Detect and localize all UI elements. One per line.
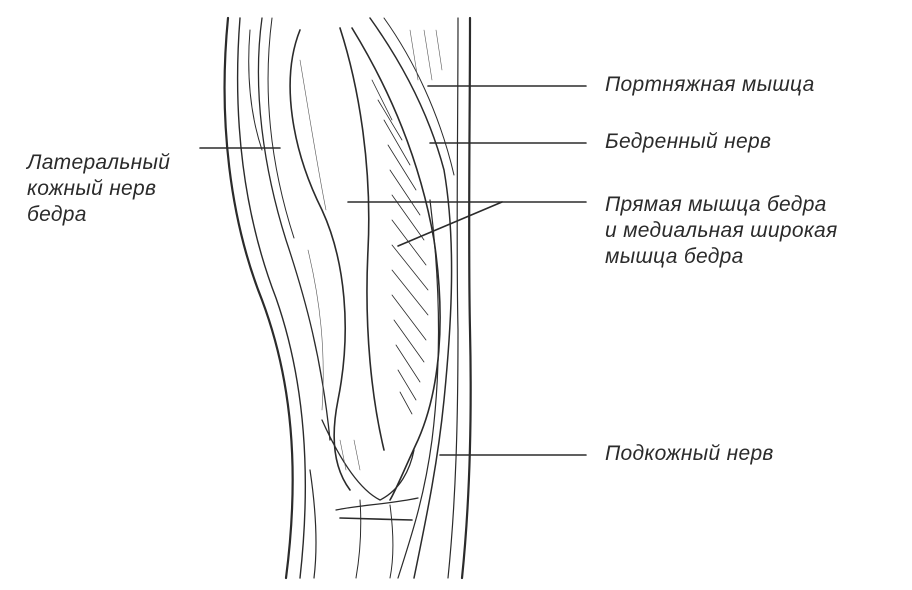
leg-outline-right-inner — [447, 17, 459, 579]
label-line: кожный нерв — [27, 177, 157, 200]
label-line: бедра — [27, 203, 87, 226]
sartorius-muscle — [369, 17, 453, 579]
label-line: и медиальная широкая — [605, 219, 838, 242]
label-line: Прямая мышца бедра — [605, 193, 827, 216]
leg-outline-left — [223, 16, 294, 580]
label-rectus-vastus: Прямая мышца бедра и медиальная широкая … — [605, 192, 838, 270]
label-line: Латеральный — [27, 151, 171, 174]
leader-rectus-branch — [397, 201, 503, 247]
label-femoral-nerve: Бедренный нерв — [605, 130, 772, 153]
rectus-femoris-outline — [289, 29, 351, 491]
vastus-medialis-outline — [351, 27, 441, 501]
leg-outline-right — [460, 16, 472, 580]
label-sartorius: Портняжная мышца — [605, 73, 815, 96]
saphenous-nerve-path — [397, 199, 440, 579]
label-saphenous-nerve: Подкожный нерв — [605, 442, 774, 465]
leg-outline-left-inner — [236, 17, 307, 579]
patellar-area — [321, 419, 415, 501]
label-line: мышца бедра — [605, 245, 744, 268]
label-lateral-cutaneous-nerve: Латеральный кожный нерв бедра — [27, 150, 170, 228]
lateral-nerve-path — [257, 17, 331, 441]
